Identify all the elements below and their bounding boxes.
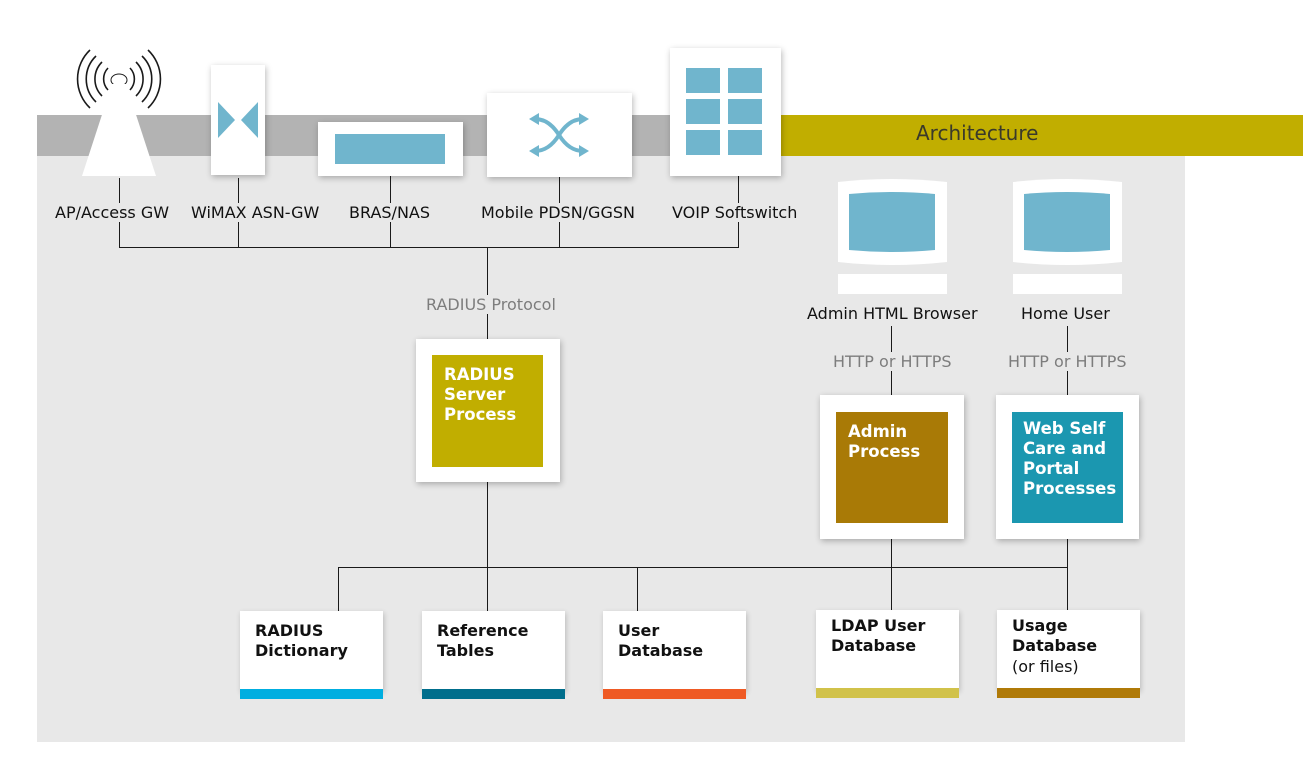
radius-process-box: RADIUS Server Process: [432, 355, 543, 467]
db-ldap-user-database: LDAP User Database: [816, 610, 959, 698]
connector-line: [637, 567, 638, 611]
db-color-bar: [997, 688, 1140, 698]
protocol-label-radius: RADIUS Protocol: [424, 295, 558, 314]
db-color-bar: [603, 689, 746, 699]
device-label-wimax: WiMAX ASN-GW: [189, 203, 322, 222]
db-usage-database: Usage Database (or files): [997, 610, 1140, 698]
connector-line: [338, 567, 1068, 568]
bras-device-card: [318, 122, 463, 176]
radius-process-card: RADIUS Server Process: [416, 339, 560, 482]
db-title: Reference Tables: [437, 621, 529, 660]
grid-switch-icon: [686, 68, 762, 155]
web-process-label: Web Self Care and Portal Processes: [1023, 419, 1117, 498]
db-reference-tables: Reference Tables: [422, 611, 565, 699]
device-label-ap: AP/Access GW: [53, 203, 172, 222]
connector-line: [487, 482, 488, 568]
monitor-icon: [838, 179, 947, 294]
device-label-pdsn: Mobile PDSN/GGSN: [479, 203, 637, 222]
db-subtitle: (or files): [1012, 657, 1079, 676]
protocol-label-admin: HTTP or HTTPS: [831, 352, 954, 371]
crossing-arrows-icon: [529, 113, 589, 157]
wimax-bowtie-icon: [218, 102, 258, 138]
connector-line: [119, 247, 739, 248]
admin-process-label: Admin Process: [848, 422, 921, 461]
db-color-bar: [816, 688, 959, 698]
voip-device-card: [670, 48, 781, 176]
pdsn-device-card: [487, 93, 632, 177]
connector-line: [891, 538, 892, 611]
bras-bar-icon: [335, 134, 445, 164]
connector-line: [487, 567, 488, 611]
web-process-box: Web Self Care and Portal Processes: [1012, 412, 1123, 523]
wimax-device-card: [211, 65, 265, 175]
db-radius-dictionary: RADIUS Dictionary: [240, 611, 383, 699]
antenna-tower-icon: [76, 49, 162, 176]
web-process-card: Web Self Care and Portal Processes: [996, 395, 1139, 539]
radius-process-label: RADIUS Server Process: [444, 365, 517, 424]
header-band-gold: [772, 115, 1303, 156]
db-user-database: User Database: [603, 611, 746, 699]
db-color-bar: [240, 689, 383, 699]
connector-line: [1067, 538, 1068, 611]
architecture-title: Architecture: [916, 121, 1039, 145]
admin-process-box: Admin Process: [836, 412, 948, 523]
db-color-bar: [422, 689, 565, 699]
client-label-home: Home User: [1019, 304, 1112, 323]
db-title: Usage Database: [1012, 616, 1098, 655]
db-title: RADIUS Dictionary: [255, 621, 348, 660]
db-title: User Database: [618, 621, 704, 660]
device-label-bras: BRAS/NAS: [347, 203, 433, 222]
connector-line: [487, 247, 488, 339]
monitor-icon: [1013, 179, 1122, 294]
device-label-voip: VOIP Softswitch: [670, 203, 800, 222]
client-label-admin: Admin HTML Browser: [805, 304, 980, 323]
db-title: LDAP User Database: [831, 616, 926, 655]
connector-line: [338, 567, 339, 611]
admin-process-card: Admin Process: [820, 395, 964, 539]
protocol-label-home: HTTP or HTTPS: [1006, 352, 1129, 371]
